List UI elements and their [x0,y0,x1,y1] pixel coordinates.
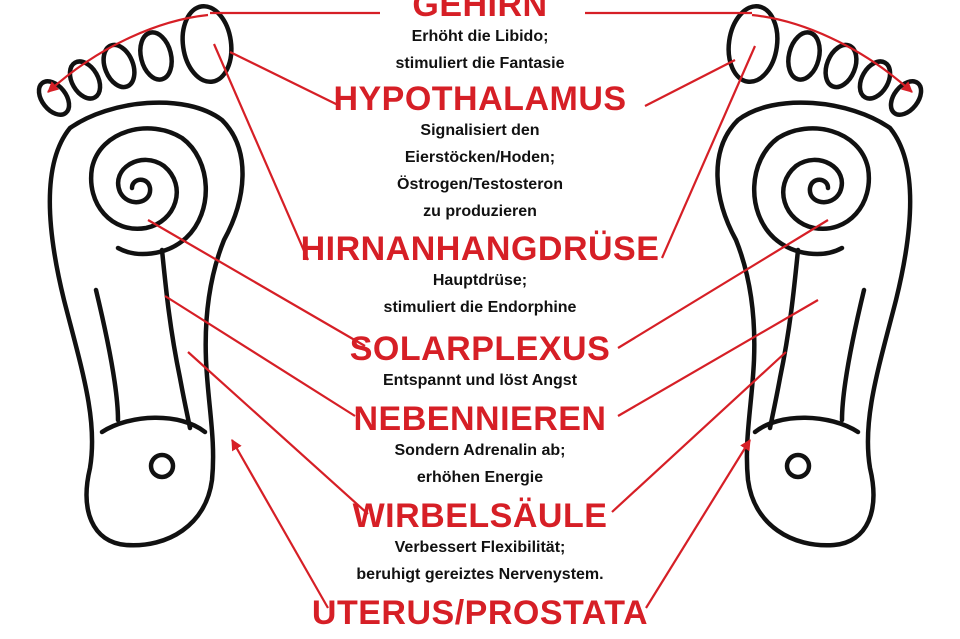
right-toe-5 [888,79,924,117]
connector-lines [47,11,913,609]
left-foot [36,3,245,548]
solarplexus-line-left [147,219,366,347]
right-spiral [752,126,872,257]
zone-wirbelsaeule: WIRBELSÄULE Verbessert Flexibilität; ber… [280,498,680,588]
solarplexus-line-right [617,219,829,349]
zone-desc-line: Östrogen/Testosteron [397,176,563,193]
gehirn-arrow-right [751,13,913,93]
gehirn-arrow-left [47,13,209,93]
right-toe-3 [823,42,859,90]
right-spine-line [767,247,801,431]
left-heel-circle [148,452,176,480]
left-spiral [88,126,208,257]
zone-desc-line: zu produzieren [423,203,537,220]
left-inner-arch [93,287,121,423]
uterus-arrow-right [645,439,751,609]
right-foot [715,3,924,548]
right-inner-arch [839,287,867,423]
zone-desc-line: Hauptdrüse; [432,272,528,289]
right-heel-line [752,415,861,435]
zone-gehirn: GEHIRN Erhöht die Libido; stimuliert die… [280,0,680,77]
zone-desc-line: stimuliert die Fantasie [395,55,565,72]
hypothalamus-line-left [229,51,341,107]
zone-desc-line: erhöhen Energie [416,469,544,486]
zone-desc-line: Entspannt und löst Angst [382,372,578,389]
zone-desc-line: beruhigt gereiztes Nervenystem. [356,566,604,583]
zone-desc-line: Signalisiert den [420,122,540,139]
nebennieren-line-left [164,295,356,417]
zone-desc-line: stimuliert die Endorphine [383,299,577,316]
wirbelsaeule-line-left [187,351,369,515]
hirnanhangdruese-line-left [212,43,310,261]
uterus-arrow-left [231,439,329,609]
zone-title: UTERUS/PROSTATA [311,594,649,632]
nebennieren-line-right [617,299,819,417]
right-big-toe [726,3,780,85]
zone-title: GEHIRN [412,0,548,24]
zone-desc-line: Eierstöcken/Hoden; [404,149,556,166]
left-foot-outline [47,100,245,548]
zone-uterus-prostata: UTERUS/PROSTATA [280,595,680,631]
wirbelsaeule-line-right [611,351,787,513]
zone-hirnanhangdruese: HIRNANHANGDRÜSE Hauptdrüse; stimuliert d… [280,231,680,321]
left-toe-3 [101,42,137,90]
zone-title: HIRNANHANGDRÜSE [300,230,660,268]
zone-title: HYPOTHALAMUS [333,80,627,118]
hirnanhangdruese-line-right [660,45,757,259]
zone-desc-line: Verbessert Flexibilität; [394,539,566,556]
zone-desc-line: Sondern Adrenalin ab; [394,442,566,459]
zone-title: NEBENNIEREN [353,400,607,438]
zone-title: WIRBELSÄULE [352,497,608,535]
left-toe-4 [67,59,103,101]
left-toe-2 [138,30,174,82]
right-toe-2 [786,30,822,82]
right-foot-outline [715,100,913,548]
zone-title: SOLARPLEXUS [349,330,611,368]
right-toe-4 [857,59,893,101]
zone-desc-line: Erhöht die Libido; [411,28,549,45]
left-spine-line [159,247,193,431]
zone-nebennieren: NEBENNIEREN Sondern Adrenalin ab; erhöhe… [280,401,680,491]
left-big-toe [180,3,234,85]
hypothalamus-line-right [644,59,736,107]
zone-hypothalamus: HYPOTHALAMUS Signalisiert den Eierstöcke… [280,81,680,225]
right-heel-circle [784,452,812,480]
left-toe-5 [36,79,72,117]
left-heel-line [99,415,208,435]
zone-solarplexus: SOLARPLEXUS Entspannt und löst Angst [280,331,680,394]
